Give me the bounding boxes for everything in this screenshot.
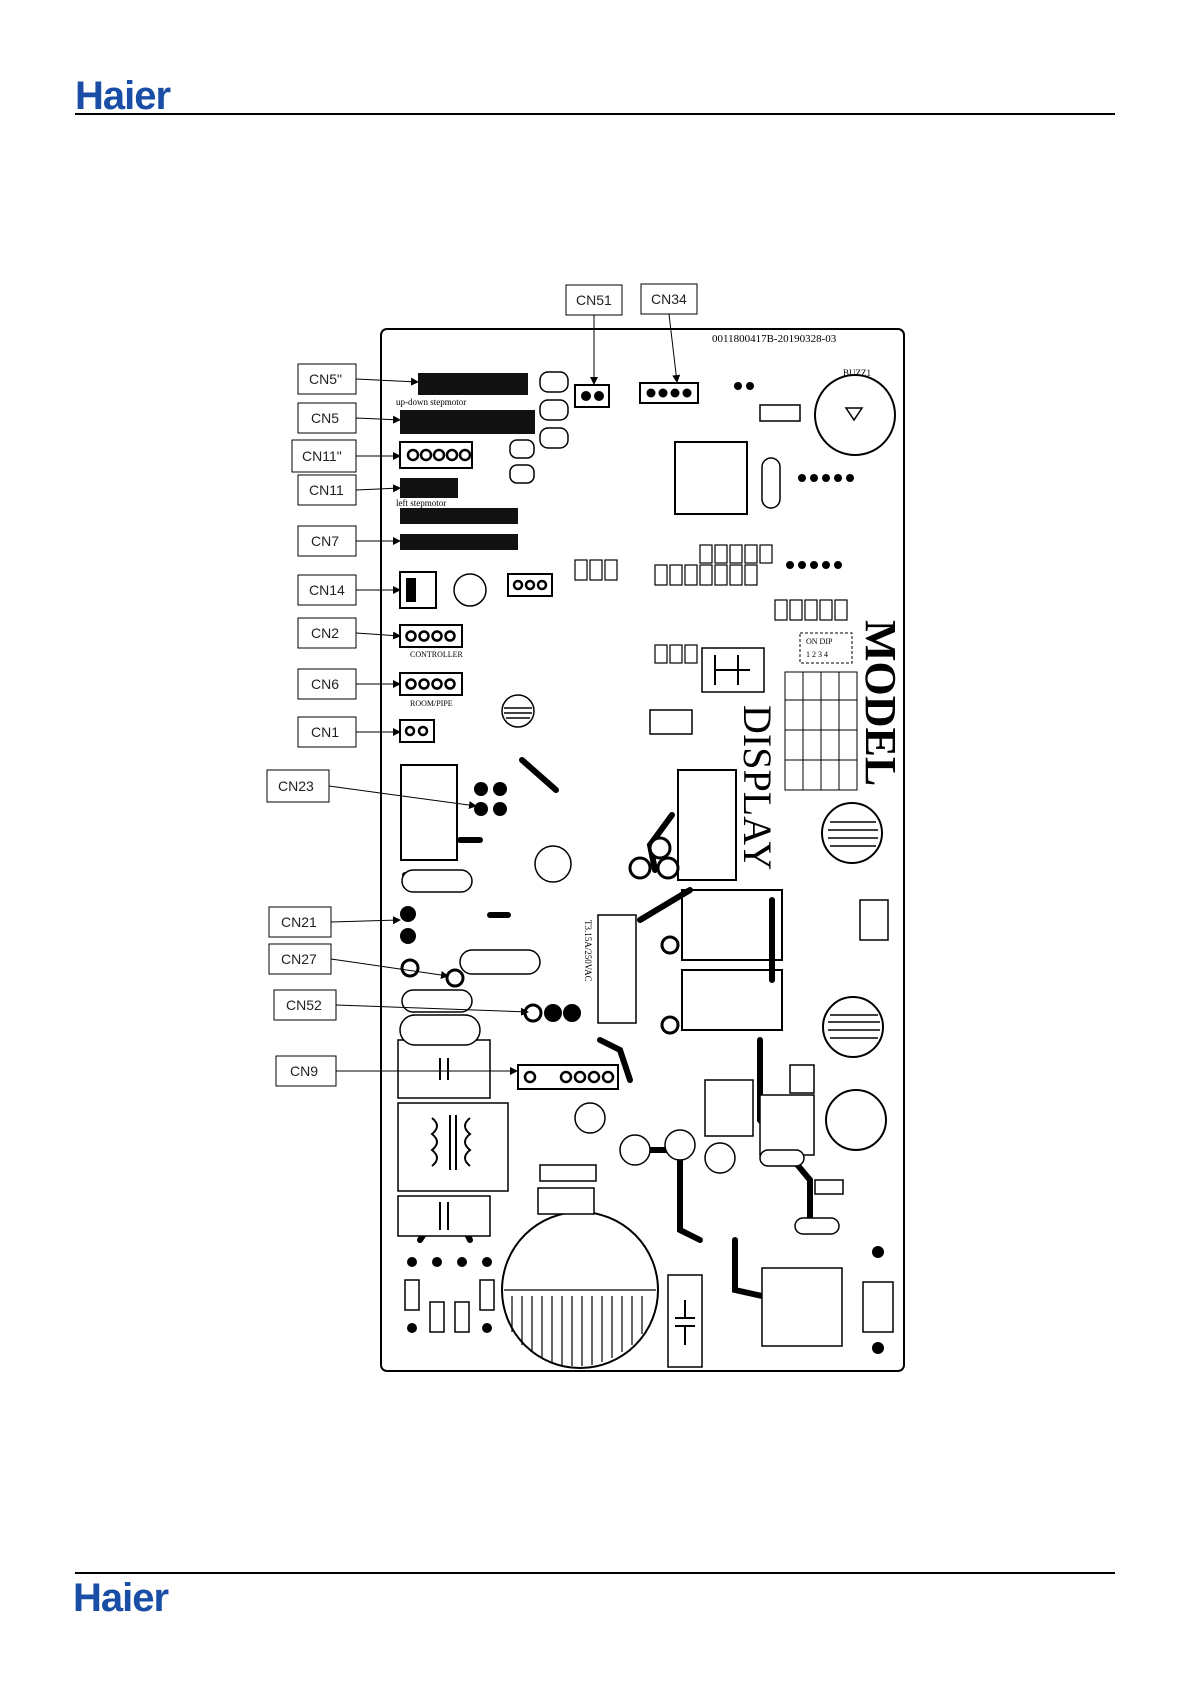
callout-cn51-label: CN51	[576, 292, 612, 308]
relay-k1	[401, 765, 457, 860]
callout-cn11-label: CN11	[309, 482, 344, 498]
callout-cn14-label: CN14	[309, 582, 345, 598]
updown-label: up-down stepmotor	[396, 397, 466, 407]
fuse	[598, 915, 636, 1023]
footer-rule	[75, 1572, 1115, 1574]
footer-logo: Haier	[73, 1578, 168, 1618]
fuse-label: T3.15A/250VAC	[583, 920, 593, 982]
callout-cn9-label: CN9	[290, 1063, 318, 1079]
board-part-number: 0011800417B-20190328-03	[712, 333, 837, 345]
connector-cn11-body	[400, 478, 458, 498]
dip-label: ON DIP	[806, 637, 833, 646]
mcu-chip	[675, 442, 747, 514]
callout-cn2-label: CN2	[311, 625, 339, 641]
capacitor-e5	[823, 997, 883, 1057]
capacitor-cx2	[398, 1196, 490, 1236]
connector-cn6-body	[400, 673, 462, 695]
transformer-t1	[762, 1268, 842, 1346]
capacitor-e6	[822, 803, 882, 863]
transformer-lx1	[398, 1103, 508, 1191]
callout-cn5pp-label: CN5"	[309, 371, 342, 387]
buzzer-label: BUZZ1	[843, 368, 871, 378]
callout-cn1-label: CN1	[311, 724, 339, 740]
buzzer-circle	[815, 375, 895, 455]
callout-cn21-label: CN21	[281, 914, 317, 930]
callout-cn52-label: CN52	[286, 997, 322, 1013]
callout-cn11pp-label: CN11"	[302, 448, 342, 464]
callout-cn34-label: CN34	[651, 291, 687, 307]
relay-k4	[682, 890, 782, 960]
connector-cn14-body	[400, 572, 436, 608]
connector-cn7-body-a	[400, 508, 518, 524]
relay-k2	[682, 970, 782, 1030]
left-stepmotor-label: left stepmotor	[396, 498, 446, 508]
callout-cn6-label: CN6	[311, 676, 339, 692]
connector-cn5-body	[400, 410, 535, 434]
capacitor-e204	[826, 1090, 886, 1150]
display-label: DISPLAY	[735, 705, 780, 870]
dip-nums: 1 2 3 4	[806, 650, 828, 659]
roompipe-label: ROOM/PIPE	[410, 699, 453, 708]
callout-cn27-label: CN27	[281, 951, 317, 967]
model-label: MODEL	[856, 620, 905, 786]
callout-cn23-label: CN23	[278, 778, 314, 794]
controller-label: CONTROLLER	[410, 650, 464, 659]
callout-cn5-label: CN5	[311, 410, 339, 426]
callout-cn7-label: CN7	[311, 533, 339, 549]
relay-k3	[678, 770, 736, 880]
capacitor-cx1	[398, 1040, 490, 1098]
connector-cn2-body	[400, 625, 462, 647]
connector-cn7-body-b	[400, 534, 518, 550]
connector-cn5pp-body	[418, 373, 528, 395]
